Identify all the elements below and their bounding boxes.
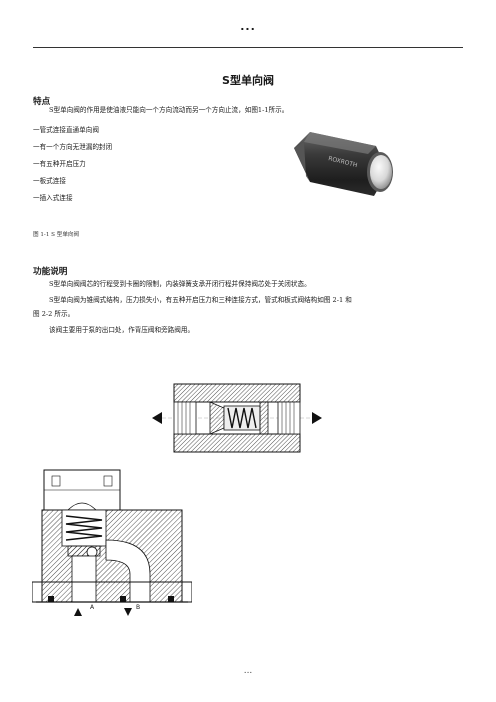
check-valve-photo: ROXROTH (294, 132, 393, 196)
features-heading: 特点 (33, 97, 51, 107)
function-heading: 功能说明 (33, 267, 68, 277)
feature-item: 一插入式连接 (33, 194, 73, 202)
figure-1-caption: 图 1-1 S 型单向阀 (33, 232, 80, 238)
feature-item: 一板式连接 (33, 177, 66, 185)
feature-item: 一有一个方向无泄漏的封闭 (33, 143, 113, 151)
plate-valve-section-diagram (32, 469, 192, 616)
port-a-label: A (90, 604, 95, 611)
feature-item: 一管式连接直通单向阀 (33, 126, 99, 134)
features-intro: S型单向阀的作用是使油液只能向一个方向流动而另一个方向止流，如图1-1所示。 (49, 106, 289, 114)
page-title: S型单向阀 (222, 74, 274, 87)
port-b-label: B (136, 604, 141, 611)
function-paragraph-3: 该阀主要用于泵的出口处，作背压阀和旁路阀用。 (49, 326, 195, 334)
function-paragraph-1: S型单向阀阀芯的行程受到卡圈的限制，内装弹簧支承开闭行程并保持阀芯处于关闭状态。 (49, 280, 311, 288)
function-paragraph-2-cont: 图 2-2 所示。 (33, 310, 75, 318)
header-rule (33, 47, 463, 48)
pipe-valve-section-diagram (152, 383, 322, 453)
feature-item: 一有五种开启压力 (33, 160, 86, 168)
function-paragraph-2: S型单向阀为锥阀式结构，压力损失小，有五种开启压力和三种连接方式，管式和板式阀结… (49, 296, 352, 304)
footer-dots: ... (243, 666, 253, 676)
header-dots: ... (240, 20, 256, 33)
